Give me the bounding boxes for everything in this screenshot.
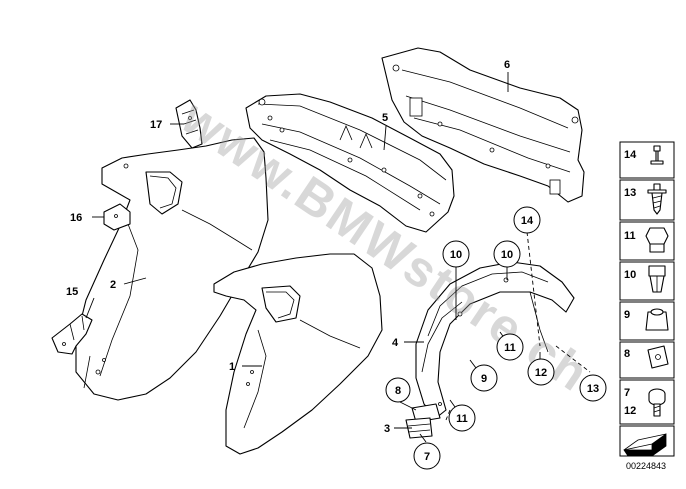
callout-15: 15 <box>66 286 78 298</box>
callout-8-circle: 8 <box>385 377 411 403</box>
bolt-icon <box>650 145 664 165</box>
callout-14-circle: 14 <box>513 206 541 234</box>
callout-10b-circle: 10 <box>493 240 521 268</box>
callout-13: 13 <box>587 383 599 395</box>
bracket-17-part[interactable] <box>175 99 203 149</box>
callout-1: 1 <box>229 361 235 373</box>
callout-9-circle: 9 <box>470 364 498 392</box>
legend-label-12: 12 <box>624 405 636 417</box>
callout-4: 4 <box>392 337 399 349</box>
fastener-legend: 14 13 11 10 9 <box>619 141 675 457</box>
callout-11a-circle: 11 <box>496 333 524 361</box>
legend-label-13: 13 <box>624 187 636 199</box>
callout-13-circle: 13 <box>579 374 607 402</box>
callout-17: 17 <box>150 119 162 131</box>
callout-3: 3 <box>384 423 390 435</box>
flap-3-part[interactable] <box>405 417 433 439</box>
side-panel-left-part[interactable] <box>75 137 269 401</box>
legend-label-11: 11 <box>624 230 636 242</box>
callout-12: 12 <box>535 367 547 379</box>
hex-screw-icon <box>648 388 666 417</box>
bracket-15-part[interactable] <box>51 313 93 355</box>
callout-10a: 10 <box>450 249 462 261</box>
wheel-arch-liner-part[interactable] <box>411 261 575 423</box>
callout-6: 6 <box>504 59 510 71</box>
flanged-nut-icon <box>645 227 669 253</box>
spring-clip-icon <box>647 345 669 369</box>
rear-panel-part[interactable] <box>381 47 585 203</box>
callout-16: 16 <box>70 212 82 224</box>
callout-12-circle: 12 <box>527 358 555 386</box>
legend-label-9: 9 <box>624 309 630 321</box>
callout-10b: 10 <box>501 249 513 261</box>
side-panel-right-part[interactable] <box>213 253 383 455</box>
callout-11b: 11 <box>456 413 468 425</box>
legend-label-8: 8 <box>624 348 630 360</box>
callout-7: 7 <box>424 451 430 463</box>
legend-label-7: 7 <box>624 387 630 399</box>
direction-arrow-icon <box>623 433 667 457</box>
rear-crossmember-part[interactable] <box>245 93 455 233</box>
callout-8: 8 <box>395 385 401 397</box>
callout-10a-circle: 10 <box>442 240 470 268</box>
legend-label-10: 10 <box>624 269 636 281</box>
document-number: 00224843 <box>626 461 666 471</box>
callout-11b-circle: 11 <box>448 404 476 432</box>
callout-5: 5 <box>382 112 388 124</box>
expanding-nut-icon <box>648 265 666 293</box>
callout-11a: 11 <box>504 342 516 354</box>
callout-2: 2 <box>110 279 116 291</box>
callout-9: 9 <box>481 373 487 385</box>
callout-7-circle: 7 <box>413 442 441 470</box>
bracket-16-part[interactable] <box>103 203 131 231</box>
screw-icon <box>647 183 667 215</box>
callout-14: 14 <box>521 215 534 227</box>
legend-label-14: 14 <box>624 149 637 161</box>
grommet-icon <box>645 308 669 331</box>
